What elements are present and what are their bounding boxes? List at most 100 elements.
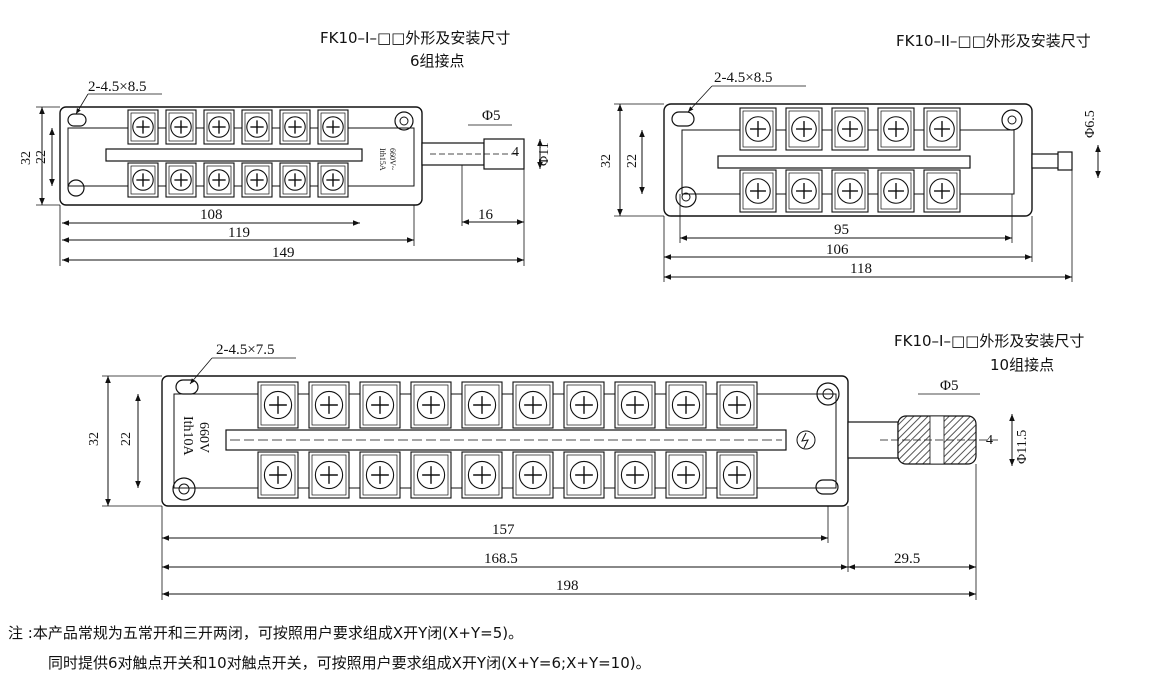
drawing1-dim-108: 108 [200,207,223,223]
terminal-block [716,381,758,429]
lightning-logo-icon [796,430,816,450]
drawing3-title: FK10–I–□□外形及安装尺寸 [894,332,1084,350]
drawing3-mounting-hole [172,477,196,501]
terminal-block [563,451,605,499]
terminal-block [831,107,869,151]
drawing-fk10-i-6: FK10–I–□□外形及安装尺寸 6组接点 660V~ Ith15A 108 1… [19,29,552,266]
drawing1-dim-149: 149 [272,245,295,261]
terminal-block [739,169,777,213]
terminal-block [317,162,349,198]
terminal-block [203,109,235,145]
terminal-block [241,109,273,145]
drawing1-dim-4: 4 [512,145,519,160]
drawing2-title: FK10–II–□□外形及安装尺寸 [896,32,1091,50]
terminal-block [127,109,159,145]
drawing3-terminals [257,381,758,499]
terminal-block [461,451,503,499]
drawing3-hole-spec: 2-4.5×7.5 [216,342,274,358]
terminal-block [279,162,311,198]
drawing1-busbar [105,148,363,162]
drawing2-dim-118: 118 [850,261,872,277]
drawing1-rating-2: Ith15A [378,148,387,171]
terminal-block [165,109,197,145]
drawing2-busbar [717,155,971,169]
terminal-block [410,381,452,429]
drawing3-dim-32: 32 [87,432,102,446]
drawing3-dim-198: 198 [556,578,579,594]
drawing2-mounting-slot [671,111,695,127]
drawing2-dim-95: 95 [834,222,849,238]
drawing1-mounting-slot [67,113,87,127]
drawing2-mounting-hole [1001,109,1023,131]
terminal-block [257,381,299,429]
drawing3-label-1: Ith10A [180,416,195,457]
drawing3-dim-295: 29.5 [894,551,920,567]
terminal-block [308,451,350,499]
terminal-block [165,162,197,198]
drawing1-inner-frame [67,127,415,187]
drawing3-cable-gland [847,421,899,459]
drawing2-mounting-hole [675,186,697,208]
terminal-block [127,162,159,198]
terminal-block [614,381,656,429]
drawing3-dim-phi5: Φ5 [940,378,958,394]
terminal-block [614,451,656,499]
terminal-block [785,107,823,151]
terminal-block [359,451,401,499]
terminal-block [877,107,915,151]
drawing3-dim-22: 22 [119,432,134,446]
terminal-block [279,109,311,145]
drawing1-dim-32: 32 [19,151,34,165]
drawing1-rating-1: 660V~ [388,148,397,171]
terminal-block [716,451,758,499]
drawing3-dim-4: 4 [986,433,993,448]
drawing2-terminals [739,107,961,213]
terminal-block [203,162,235,198]
drawing3-dim-157: 157 [492,522,515,538]
terminal-block [831,169,869,213]
terminal-block [257,451,299,499]
drawing1-dim-phi5: Φ5 [482,108,500,124]
drawing-fk10-ii: FK10–II–□□外形及安装尺寸 95 106 118 32 22 Φ6.5 … [599,32,1101,282]
terminal-block [923,107,961,151]
terminal-block [512,451,554,499]
note-line-2: 同时提供6对触点开关和10对触点开关，可按照用户要求组成X开Y闭(X+Y=6;X… [48,654,651,672]
terminal-block [665,451,707,499]
drawing3-mounting-slot [175,379,199,395]
drawing1-dim-phi11: Φ11 [537,142,552,166]
drawing1-terminals [127,109,349,198]
terminal-block [877,169,915,213]
terminal-block [563,381,605,429]
terminal-block [359,381,401,429]
drawing2-dim-22: 22 [625,154,640,168]
drawing3-mounting-hole [816,382,840,406]
drawing2-dim-phi65: Φ6.5 [1083,110,1098,138]
drawing3-mounting-slot [815,479,839,495]
drawing1-mounting-hole [67,179,85,197]
terminal-block [512,381,554,429]
drawing1-dim-119: 119 [228,225,250,241]
drawing2-dim-106: 106 [826,242,849,258]
terminal-block [308,381,350,429]
drawing3-inner-frame [173,393,837,489]
drawing1-subtitle: 6组接点 [410,52,465,70]
drawing3-label-2: 660V [196,422,211,453]
terminal-block [241,162,273,198]
terminal-block [461,381,503,429]
drawing2-hole-spec: 2-4.5×8.5 [714,70,772,86]
drawing1-hole-spec: 2-4.5×8.5 [88,79,146,95]
terminal-block [665,381,707,429]
drawing3-dim-phi115: Φ11.5 [1015,430,1030,464]
note-line-1: 注 :本产品常规为五常开和三开两闭，可按照用户要求组成X开Y闭(X+Y=5)。 [8,624,524,642]
drawing3-subtitle: 10组接点 [990,356,1054,374]
drawing1-title: FK10–I–□□外形及安装尺寸 [320,29,510,47]
terminal-block [739,107,777,151]
drawing1-dim-22: 22 [34,150,49,164]
drawing1-dim-16: 16 [478,207,494,223]
terminal-block [410,451,452,499]
drawing1-mounting-hole [394,111,414,131]
terminal-block [785,169,823,213]
drawing2-dim-32: 32 [599,154,614,168]
terminal-block [923,169,961,213]
